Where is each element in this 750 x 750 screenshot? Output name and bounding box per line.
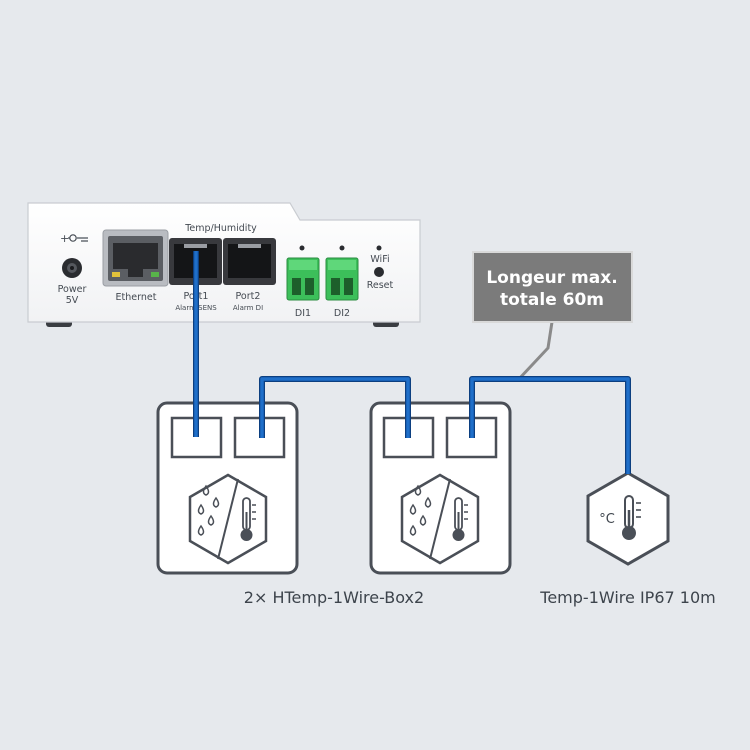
callout-pointer — [516, 321, 554, 382]
di1-led — [299, 245, 305, 251]
wifi-label: WiFi — [370, 254, 389, 265]
cable-box2-to-probe — [469, 376, 631, 474]
htemp-box-1 — [156, 401, 299, 575]
power-jack[interactable] — [62, 258, 82, 278]
box-2-outline — [369, 401, 512, 575]
di2-label: DI2 — [334, 308, 350, 319]
di2-led — [339, 245, 345, 251]
wifi-led — [376, 245, 382, 251]
power-label: Power — [58, 284, 87, 295]
di1-label: DI1 — [295, 308, 311, 319]
max-length-callout: Longeur max. totale 60m — [472, 251, 633, 382]
di2-terminal[interactable] — [325, 257, 359, 301]
reset-button[interactable] — [374, 267, 384, 277]
humidity-temp-icon — [188, 473, 268, 565]
di1-terminal[interactable] — [286, 257, 320, 301]
ethernet-port[interactable] — [102, 229, 169, 287]
ethernet-label: Ethernet — [116, 292, 157, 303]
device-front-panel: Temp/Humidity + Power 5V Ethernet — [27, 202, 421, 327]
boxes-caption: 2× HTemp-1Wire-Box2 — [244, 588, 424, 607]
box-1-outline — [156, 401, 299, 575]
callout-box — [472, 251, 633, 323]
htemp-box-2 — [369, 401, 512, 575]
probe-unit-label: °C — [599, 512, 615, 527]
reset-label: Reset — [367, 280, 394, 291]
cable-box1-to-box2 — [259, 376, 411, 438]
device-header-label: Temp/Humidity — [184, 223, 257, 234]
thermometer-icon — [622, 495, 641, 540]
ethernet-led-yellow — [112, 272, 120, 277]
port2-label: Port2 — [236, 291, 261, 302]
callout-line1: Longeur max. — [486, 268, 617, 288]
port2-sublabel: Alarm DI — [233, 304, 263, 312]
humidity-temp-icon — [400, 473, 480, 565]
probe-caption: Temp-1Wire IP67 10m — [539, 588, 715, 607]
ethernet-led-green — [151, 272, 159, 277]
cables — [193, 251, 631, 474]
power-polarity-icon: + — [60, 232, 88, 245]
port2-socket[interactable] — [223, 238, 276, 285]
temp-probe: °C — [586, 471, 670, 566]
callout-line2: totale 60m — [500, 290, 604, 310]
svg-text:+: + — [60, 232, 69, 245]
power-voltage-label: 5V — [66, 295, 79, 306]
